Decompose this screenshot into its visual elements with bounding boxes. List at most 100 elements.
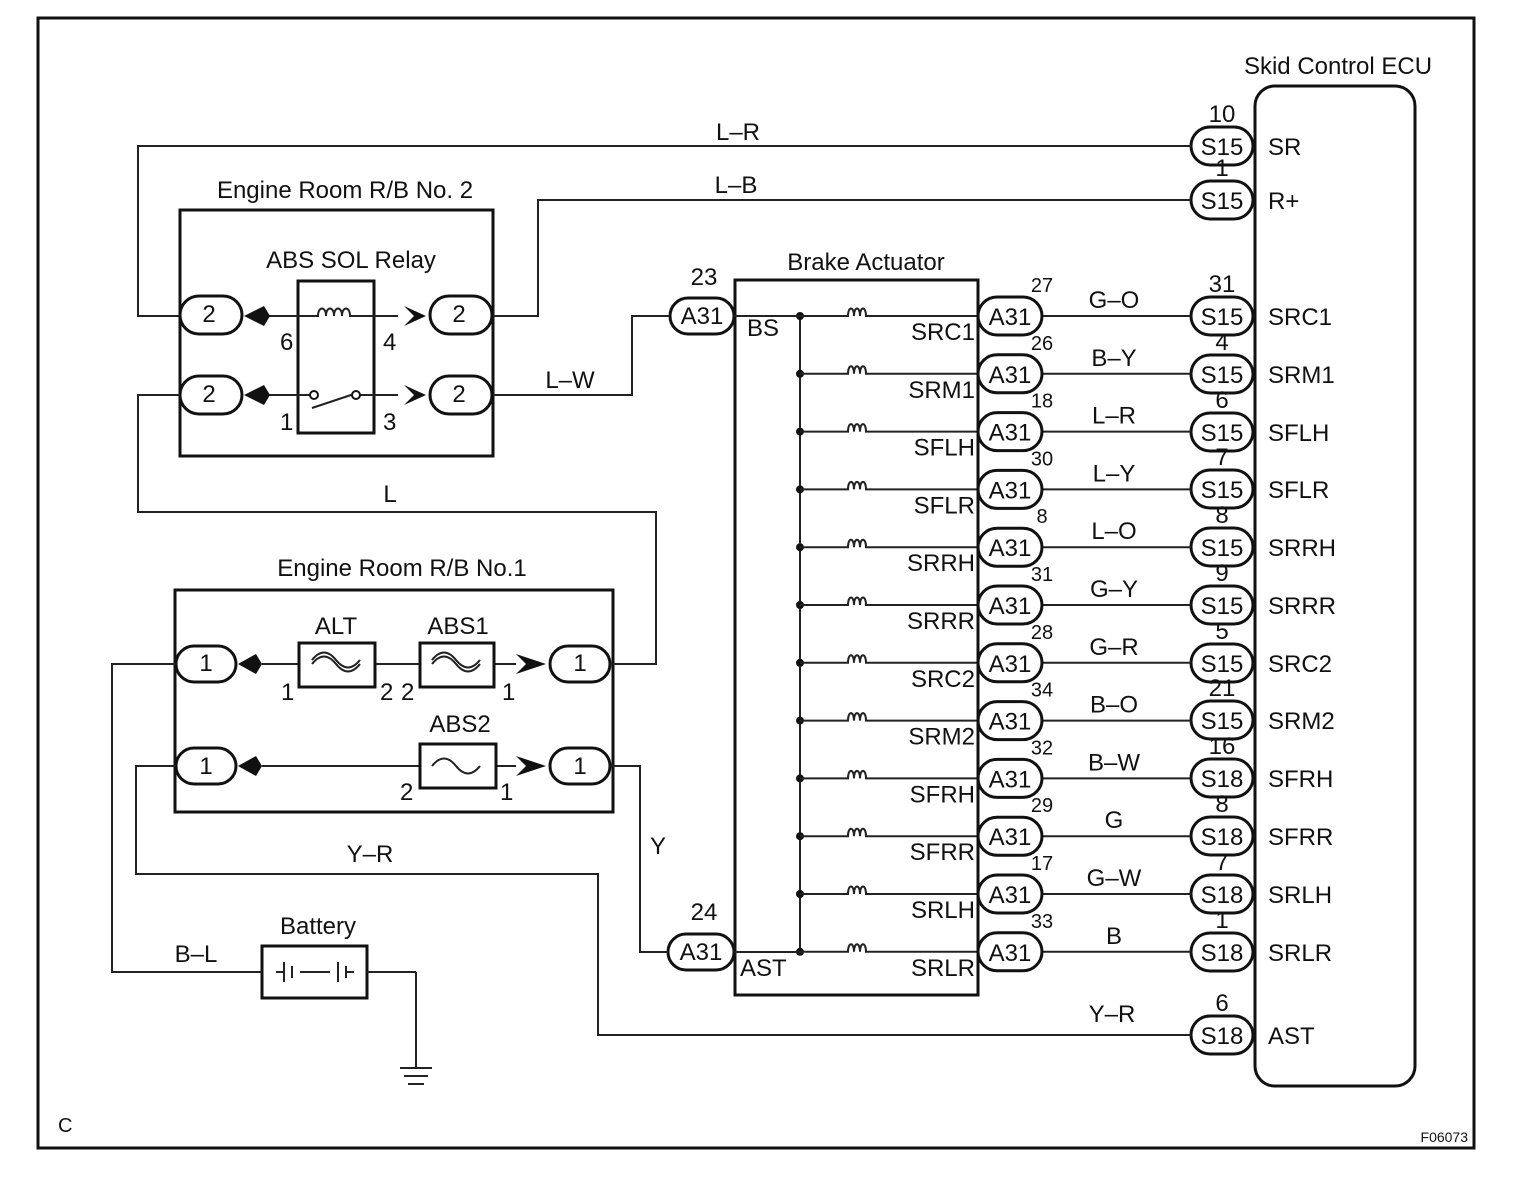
solenoid-connector-label: A31	[989, 709, 1032, 736]
fuse-abs2-pin-2: 2	[400, 779, 413, 806]
solenoid-wire-color: G–R	[1089, 634, 1138, 661]
ecu-pin-name: SFRR	[1268, 824, 1333, 851]
solenoid-connector-label: A31	[989, 304, 1032, 331]
solenoid-connector	[976, 295, 1044, 337]
fuse-abs2-icon	[418, 742, 498, 790]
fuse-alt-pin-1: 1	[281, 679, 294, 706]
rb1-arrow-icon	[238, 654, 546, 776]
relay-body	[296, 279, 376, 435]
solenoid-pin-number: 27	[1031, 275, 1053, 297]
solenoid-pin-number: 29	[1031, 795, 1053, 817]
fuse-abs1-pin-1: 1	[502, 679, 515, 706]
wire-yr-label: Y–R	[347, 841, 394, 868]
ecu-connector-label: S18	[1201, 766, 1244, 793]
solenoid-name: SFLR	[914, 492, 975, 519]
ecu-connector-label: S15	[1201, 362, 1244, 389]
solenoid-pin-number: 34	[1031, 680, 1053, 702]
solenoid-pin-number: 17	[1031, 853, 1053, 875]
fuse-alt-element	[311, 651, 361, 673]
ecu-pin-number: 7	[1215, 444, 1228, 471]
wire-bs-label: L–W	[545, 367, 595, 394]
solenoid-pin-number: 28	[1031, 622, 1053, 644]
actuator-title: Brake Actuator	[787, 249, 944, 276]
fuse-abs1-pin-2: 2	[401, 679, 414, 706]
solenoid-wire-color: L–O	[1091, 518, 1136, 545]
ecu-connector-label: S15	[1201, 535, 1244, 562]
solenoid-coil-icon	[800, 654, 978, 664]
solenoid-connector-label: A31	[989, 882, 1032, 909]
solenoid-name: SRLH	[911, 897, 975, 924]
solenoid-connector	[976, 873, 1044, 915]
ecu-pin-name: SRLH	[1268, 882, 1332, 909]
solenoid-coil-icon	[800, 365, 978, 375]
rb1-title: Engine Room R/B No.1	[277, 555, 526, 582]
solenoid-coil-icon	[800, 596, 978, 606]
relay-pin-6: 6	[280, 329, 293, 356]
ecu-pin-name: SRRR	[1268, 593, 1336, 620]
solenoid-name: SRM1	[908, 377, 975, 404]
solenoid-connector-label: A31	[989, 477, 1032, 504]
rb2-conn-right-bottom	[428, 374, 494, 416]
rb1-box	[173, 588, 615, 814]
solenoid-name: SRLR	[911, 955, 975, 982]
ecu-pin-name: SRC1	[1268, 304, 1332, 331]
solenoid-pin-number: 33	[1031, 911, 1053, 933]
solenoid-wire-color: G–O	[1089, 287, 1140, 314]
solenoid-wire-color: G–Y	[1090, 576, 1138, 603]
ecu-connector-label: S18	[1201, 1023, 1244, 1050]
ecu-pin-name: SFLR	[1268, 477, 1329, 504]
ecu-connector-label: S18	[1201, 824, 1244, 851]
relay-switch-contact-2	[351, 390, 361, 400]
solenoid-wire-color: B–O	[1090, 692, 1138, 719]
solenoid-name: SFLH	[914, 435, 975, 462]
rb2-box	[178, 208, 495, 458]
solenoid-connector-label: A31	[989, 651, 1032, 678]
ecu-connector-label: S18	[1201, 940, 1244, 967]
wire-yr-ast-label: Y–R	[1089, 1001, 1136, 1028]
frame-border	[36, 16, 1476, 1150]
ecu-title: Skid Control ECU	[1244, 53, 1432, 80]
solenoid-connector-label: A31	[989, 362, 1032, 389]
ecu-pin-name: SFLH	[1268, 420, 1329, 447]
corner-label: C	[58, 1115, 72, 1137]
ecu-pin-name: SRM1	[1268, 362, 1335, 389]
fuse-abs1-label: ABS1	[427, 613, 488, 640]
ecu-body	[1253, 84, 1417, 1088]
ecu-connector-label: S15	[1201, 651, 1244, 678]
solenoid-wire-color: G	[1105, 807, 1124, 834]
solenoid-pin-number: 18	[1031, 391, 1053, 413]
ecu-pin-number: 9	[1215, 560, 1228, 587]
solenoid-name: SFRR	[910, 839, 975, 866]
solenoid-connector	[976, 931, 1044, 973]
ast-connector-label: A31	[680, 939, 723, 966]
ecu-pin-number: 6	[1215, 990, 1228, 1017]
solenoid-connector	[976, 353, 1044, 395]
solenoid-list: SRC127A31G–OSRM126A31B–YSFLH18A31L–RSFLR…	[796, 275, 1191, 982]
solenoid-connector	[976, 642, 1044, 684]
solenoid-coil-icon	[800, 480, 978, 491]
solenoid-name: SRRR	[907, 608, 975, 635]
solenoid-coil-icon	[800, 423, 978, 433]
ecu-connector-label: S15	[1201, 593, 1244, 620]
rb2-conn-right-top-label: 2	[452, 301, 465, 328]
actuator-body	[733, 278, 980, 997]
rb1-conn-right-bottom-label: 1	[573, 753, 586, 780]
solenoid-coil-icon	[800, 827, 978, 838]
ecu-connector-label: S18	[1201, 882, 1244, 909]
ground-icon	[400, 972, 432, 1085]
ecu-connector-label: S15	[1201, 134, 1244, 161]
ecu-pin-number: 1	[1215, 907, 1228, 934]
ecu-connector-label: S15	[1201, 188, 1244, 215]
solenoid-pin-number: 32	[1031, 737, 1053, 759]
solenoid-coil-icon	[800, 712, 978, 722]
ecu-pin-number: 21	[1209, 675, 1236, 702]
rb2-conn-left-bottom-label: 2	[202, 381, 215, 408]
relay-coil-icon	[246, 307, 398, 317]
solenoid-wire-color: B–W	[1088, 749, 1140, 776]
solenoid-connector-label: A31	[989, 535, 1032, 562]
wire-paths	[111, 145, 1191, 1036]
ecu-pin-name: SRC2	[1268, 651, 1332, 678]
solenoid-name: SRC1	[911, 319, 975, 346]
relay-pin-4: 4	[383, 329, 396, 356]
